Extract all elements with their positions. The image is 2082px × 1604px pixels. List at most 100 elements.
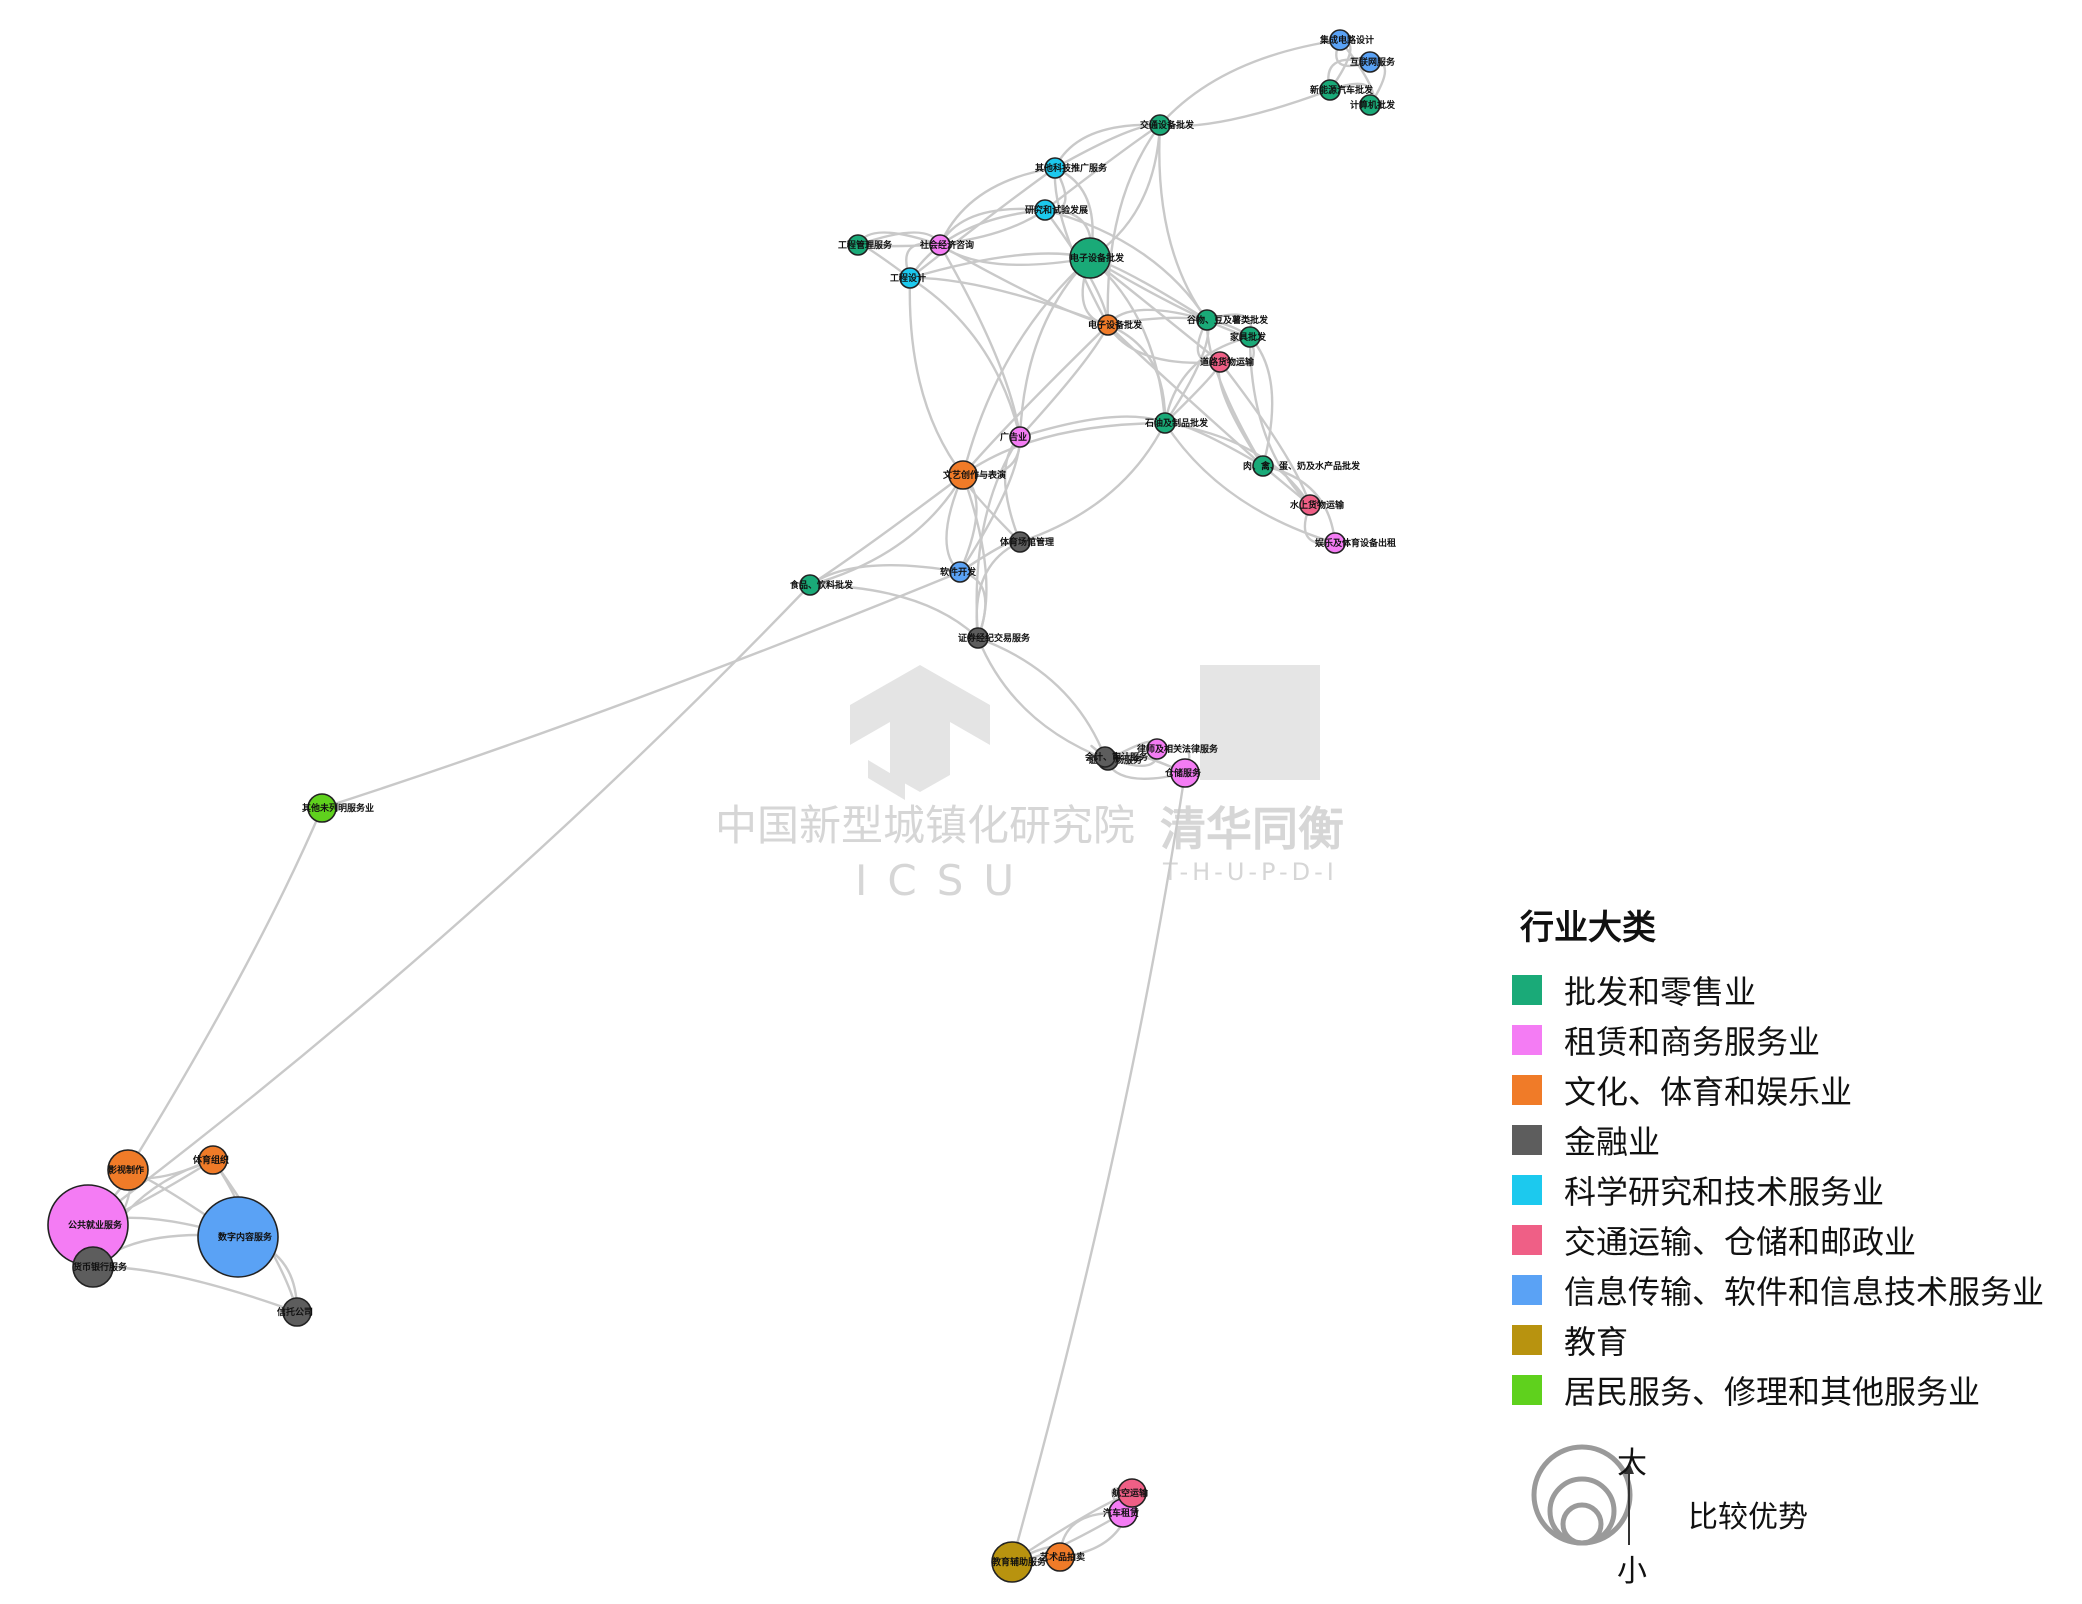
legend-swatch bbox=[1512, 1375, 1542, 1405]
network-node: 货币银行服务 bbox=[72, 1246, 128, 1288]
legend-label: 科学研究和技术服务业 bbox=[1564, 1173, 1885, 1211]
legend-item-education: 教育 bbox=[1512, 1315, 2080, 1365]
node-label: 艺术品拍卖 bbox=[1040, 1551, 1085, 1563]
legend-swatch bbox=[1512, 975, 1542, 1005]
node-circle bbox=[1094, 746, 1116, 768]
node-label: 广告业 bbox=[1000, 431, 1027, 443]
network-node: 新能源汽车批发 bbox=[1310, 79, 1374, 101]
network-node: 其他未列明服务业 bbox=[302, 793, 374, 823]
network-node: 电子设备批发 bbox=[1088, 314, 1143, 336]
node-circle bbox=[1097, 314, 1119, 336]
node-label: 仓储服务 bbox=[1164, 767, 1202, 779]
edge bbox=[1159, 88, 1331, 128]
node-label: 互联网服务 bbox=[1350, 56, 1396, 68]
legend-swatch bbox=[1512, 1175, 1542, 1205]
network-node: 数字内容服务 bbox=[197, 1196, 279, 1278]
edge bbox=[1010, 772, 1187, 1563]
edge bbox=[87, 584, 811, 1226]
node-label: 新能源汽车批发 bbox=[1310, 84, 1374, 96]
network-node: 艺术品拍卖 bbox=[1040, 1542, 1085, 1572]
node-circle bbox=[307, 793, 337, 823]
edge bbox=[321, 570, 961, 810]
node-circle bbox=[1359, 51, 1381, 73]
node-label: 数字内容服务 bbox=[218, 1231, 273, 1243]
size-arrow-head-icon bbox=[1624, 1462, 1634, 1474]
edge bbox=[1163, 422, 1336, 545]
node-label: 家具批发 bbox=[1230, 331, 1267, 343]
edge bbox=[1106, 124, 1161, 326]
network-node: 水上货物运输 bbox=[1290, 494, 1345, 516]
node-layer: 集成电路设计互联网服务新能源汽车批发交通设备批发计算机批发其他科技推广服务电子设… bbox=[47, 29, 1396, 1583]
legend-swatch bbox=[1512, 1025, 1542, 1055]
node-label: 证券经纪交易服务 bbox=[958, 632, 1031, 644]
network-node: 集成电路设计 bbox=[1319, 29, 1374, 51]
node-label: 航空运输 bbox=[1112, 1487, 1149, 1499]
network-node: 软件开发 bbox=[940, 561, 977, 583]
legend-label: 租赁和商务服务业 bbox=[1564, 1023, 1821, 1061]
legend-item-transport: 交通运输、仓储和邮政业 bbox=[1512, 1215, 2080, 1265]
edge bbox=[1044, 208, 1209, 321]
size-legend bbox=[1531, 1444, 1634, 1546]
network-node: 家具批发 bbox=[1230, 326, 1267, 348]
node-circle bbox=[1069, 237, 1111, 279]
network-node: 信托公司 bbox=[277, 1297, 313, 1327]
node-label: 娱乐及体育设备出租 bbox=[1315, 537, 1396, 549]
node-label: 谷物、豆及薯类批发 bbox=[1187, 314, 1269, 326]
node-circle bbox=[72, 1246, 114, 1288]
legend-label: 文化、体育和娱乐业 bbox=[1564, 1073, 1853, 1111]
node-label: 其他未列明服务业 bbox=[302, 802, 374, 814]
edge bbox=[1164, 361, 1222, 424]
node-label: 水上货物运输 bbox=[1290, 499, 1345, 511]
node-circle bbox=[282, 1297, 312, 1327]
size-circle-medium bbox=[1547, 1476, 1617, 1546]
edge bbox=[976, 637, 1109, 762]
node-circle bbox=[1154, 412, 1176, 434]
legend-label: 交通运输、仓储和邮政业 bbox=[1564, 1223, 1917, 1261]
node-label: 教育辅助服务 bbox=[991, 1556, 1047, 1568]
edge bbox=[962, 421, 1166, 476]
size-legend-big: 大 bbox=[1617, 1446, 1647, 1481]
size-legend-label: 比较优势 bbox=[1688, 1500, 1808, 1535]
node-circle bbox=[1149, 114, 1171, 136]
edge bbox=[857, 209, 1046, 248]
legend-label: 金融业 bbox=[1564, 1123, 1661, 1161]
node-label: 石油及制品批发 bbox=[1144, 417, 1209, 429]
node-circle bbox=[1252, 455, 1274, 477]
node-circle bbox=[948, 460, 978, 490]
node-label: 电子设备批发 bbox=[1088, 319, 1143, 331]
network-node: 广告业 bbox=[1000, 426, 1031, 448]
size-circle-small bbox=[1560, 1502, 1604, 1546]
edge bbox=[1164, 421, 1312, 506]
node-circle bbox=[1009, 426, 1031, 448]
node-circle bbox=[1146, 738, 1168, 760]
legend-label: 信息传输、软件和信息技术服务业 bbox=[1564, 1273, 2045, 1311]
network-node: 体育组织 bbox=[193, 1145, 229, 1175]
edge bbox=[1163, 335, 1251, 424]
node-circle bbox=[1324, 532, 1346, 554]
node-label: 道路货物运输 bbox=[1200, 356, 1255, 368]
node-circle bbox=[1117, 1478, 1147, 1508]
node-label: 货币银行服务 bbox=[73, 1261, 128, 1273]
node-label: 信托公司 bbox=[277, 1306, 313, 1318]
network-node: 航空运输 bbox=[1112, 1478, 1149, 1508]
edge bbox=[961, 257, 1091, 476]
network-node: 工程管理服务 bbox=[838, 234, 893, 256]
node-circle bbox=[847, 234, 869, 256]
edge bbox=[1018, 257, 1091, 438]
legend-swatch bbox=[1512, 1125, 1542, 1155]
network-node: 互联网服务 bbox=[1350, 51, 1396, 73]
network-node: 谷物、豆及薯类批发 bbox=[1187, 309, 1269, 331]
watermark: 中国新型城镇化研究院 ICSU 清华同衡 T-H-U-P-D-I bbox=[715, 665, 1344, 905]
network-node: 工程设计 bbox=[890, 267, 926, 289]
node-circle bbox=[991, 1541, 1033, 1583]
network-node: 交通设备批发 bbox=[1140, 114, 1195, 136]
node-label: 影视制作 bbox=[108, 1164, 144, 1176]
node-label: 会计、审计服务 bbox=[1085, 751, 1149, 763]
node-label: 体育场馆管理 bbox=[1000, 536, 1054, 548]
edge bbox=[975, 540, 1021, 639]
legend-item-finance: 金融业 bbox=[1512, 1115, 2080, 1165]
size-circle-large bbox=[1531, 1444, 1633, 1546]
network-node: 律师及相关法律服务 bbox=[1136, 738, 1219, 760]
network-node: 肉、禽、蛋、奶及水产品批发 bbox=[1243, 455, 1361, 477]
